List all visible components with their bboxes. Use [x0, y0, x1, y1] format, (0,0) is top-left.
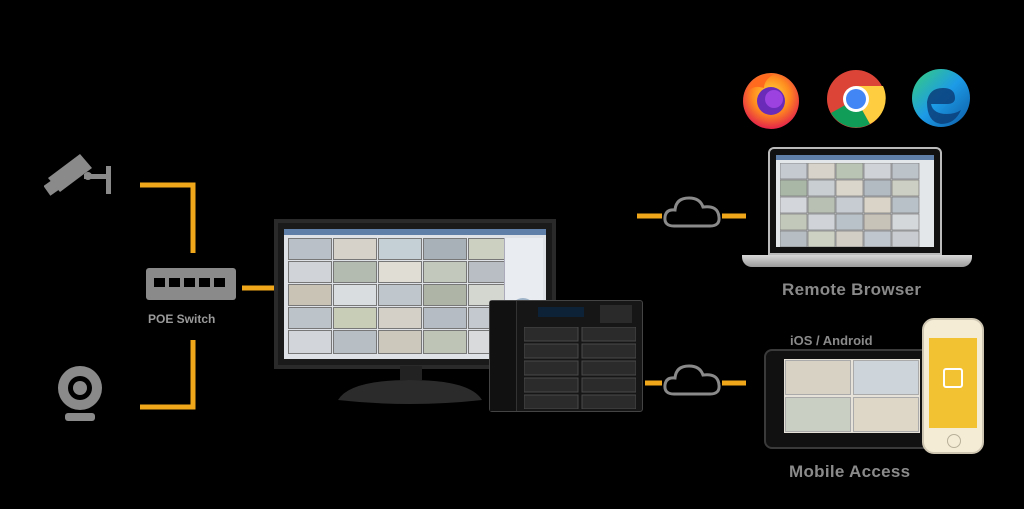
nas-device — [489, 300, 643, 412]
webcam-icon — [58, 366, 102, 421]
mobile-access-label: Mobile Access — [789, 462, 911, 481]
camera-to-switch-connector — [140, 182, 196, 253]
poe-switch-label: POE Switch — [148, 312, 216, 326]
laptop-screen — [776, 155, 934, 247]
app-logo-icon — [943, 368, 963, 388]
webcam-to-switch-connector — [140, 340, 196, 410]
cloud-icon — [663, 196, 721, 228]
phone-screen — [929, 338, 977, 428]
laptop-base — [742, 255, 972, 267]
remote-browser-label: Remote Browser — [782, 280, 922, 299]
edge-icon — [912, 69, 970, 127]
cloud-icon — [663, 364, 721, 396]
firefox-icon — [743, 73, 799, 129]
monitor — [274, 219, 556, 369]
monitor-screen — [284, 229, 546, 359]
security-camera-icon — [44, 154, 111, 196]
monitor-stand — [338, 366, 482, 404]
camera-grid — [288, 238, 510, 355]
store-badges: iOS / Android — [790, 333, 873, 348]
smartphone — [922, 318, 984, 454]
tablet — [764, 349, 936, 449]
laptop — [768, 147, 942, 255]
poe-switch-icon — [146, 268, 236, 300]
tablet-screen — [784, 359, 920, 433]
chrome-icon — [827, 70, 886, 128]
